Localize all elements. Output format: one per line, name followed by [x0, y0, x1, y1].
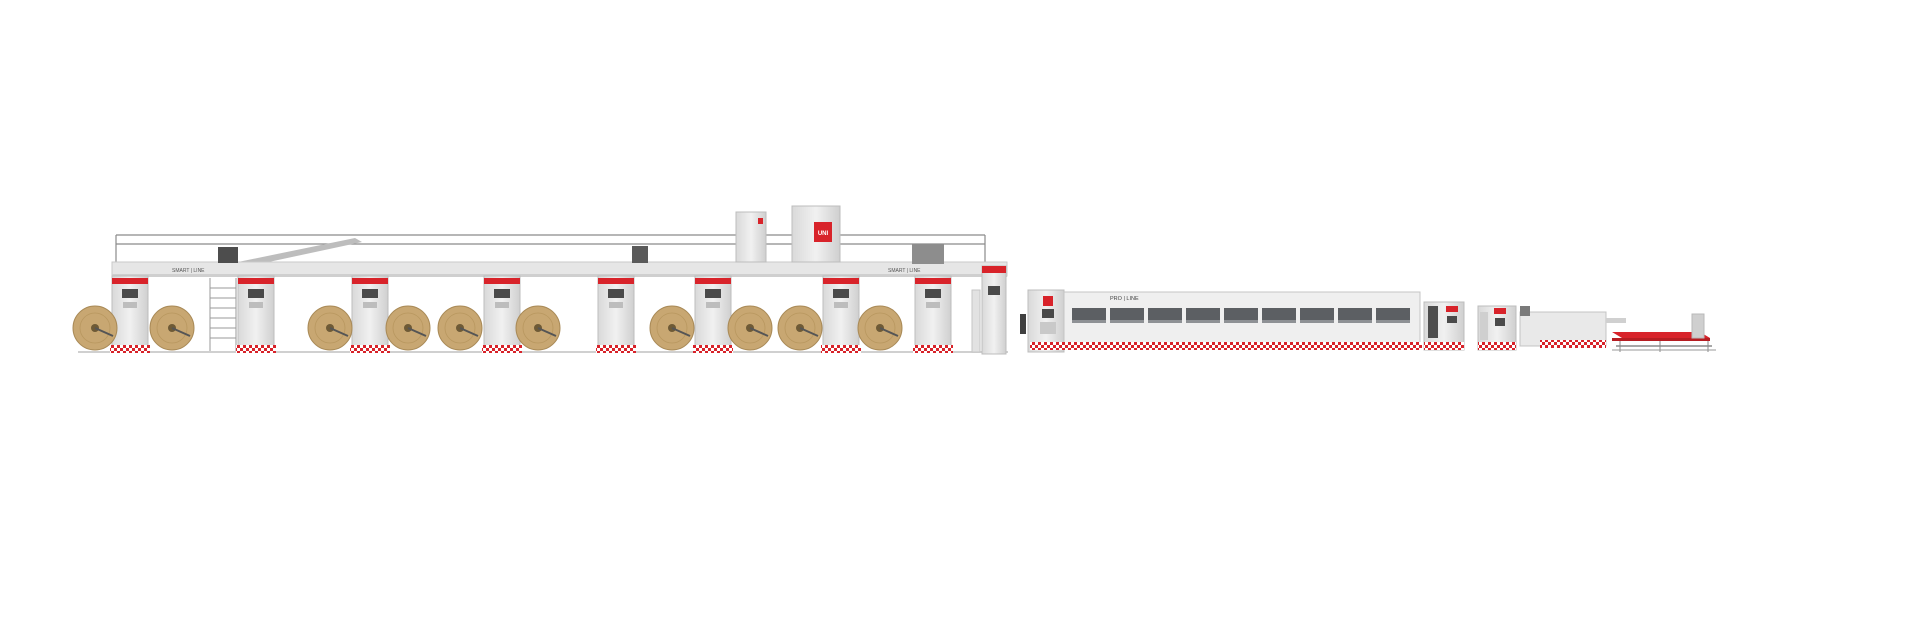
paper-rolls: [72, 305, 903, 351]
pro-line-label: PRO | LINE: [1110, 296, 1139, 302]
paper-roll: [149, 305, 195, 351]
paper-roll: [727, 305, 773, 351]
upper-beam: [111, 261, 1008, 277]
pro-line-window-band: [1072, 308, 1410, 323]
paper-roll: [385, 305, 431, 351]
pillar-cabinet: [482, 275, 522, 353]
line-label-right: SMART | LINE: [888, 268, 921, 274]
top-railing: [115, 234, 986, 262]
access-staircase: [209, 278, 237, 352]
pillar-cabinet: [236, 275, 276, 353]
paper-roll: [437, 305, 483, 351]
roll-stand-line: UNI SMART | LINE SMART | LINE: [72, 205, 1008, 355]
paper-roll: [857, 305, 903, 351]
discharge-unit-2: [1477, 305, 1517, 351]
paper-roll: [307, 305, 353, 351]
discharge-unit-1: [1423, 301, 1465, 351]
pillar-cabinet: [110, 275, 150, 353]
pillar-cabinets: [110, 275, 953, 353]
paper-roll: [515, 305, 561, 351]
end-tower: [971, 265, 1007, 355]
pillar-cabinet: [821, 275, 861, 353]
stacker-conveyor: [1519, 306, 1626, 348]
pillar-cabinet: [693, 275, 733, 353]
diagonal-conveyor: [238, 238, 362, 266]
line-label-left: SMART | LINE: [172, 268, 205, 274]
top-unit-1: [735, 211, 767, 263]
paper-roll: [649, 305, 695, 351]
pillar-cabinet: [350, 275, 390, 353]
paper-roll: [72, 305, 118, 351]
pro-line-machine: PRO | LINE: [1020, 289, 1716, 353]
unit-logo-text: UNI: [818, 231, 829, 237]
delivery-table: [1612, 313, 1716, 352]
top-unit-logo: UNI: [791, 205, 841, 263]
pillar-cabinet: [596, 275, 636, 353]
pro-line-control-cabinet: [1020, 289, 1065, 353]
paper-roll: [777, 305, 823, 351]
pillar-cabinet: [913, 275, 953, 353]
